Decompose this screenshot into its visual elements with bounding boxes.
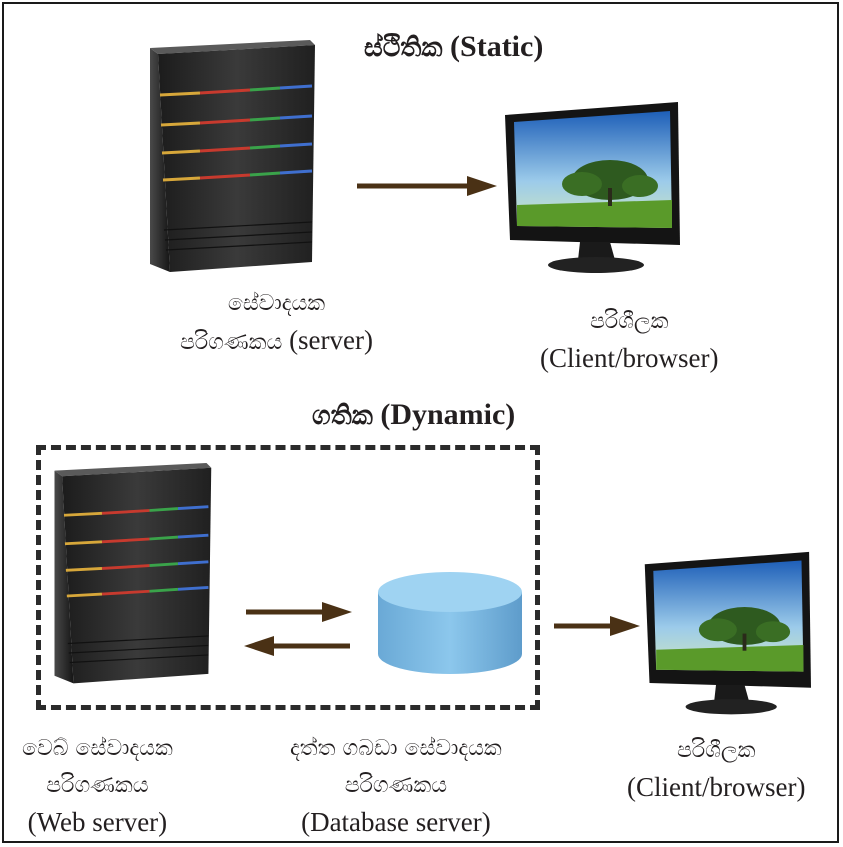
computer-monitor-icon <box>505 102 680 273</box>
static-heading: ස්ථිතික (Static) <box>364 30 543 64</box>
web-server-label-line3: (Web server) <box>27 807 168 837</box>
web-server-label-line2: පරිගණකය <box>46 773 149 798</box>
web-application-boundary <box>36 445 540 710</box>
static-heading-english: (Static) <box>450 30 544 63</box>
web-server-label-line1: වෙබ් සේවාදයක <box>22 736 173 761</box>
dynamic-heading-sinhala: ගතික <box>312 401 373 431</box>
static-arrow <box>357 176 497 196</box>
db-server-label-line2: පරිගණකය <box>344 773 448 798</box>
web-server-label: වෙබ් සේවාදයක පරිගණකය (Web server) <box>22 730 173 841</box>
server-tower-icon <box>150 40 315 272</box>
web-server-tower-icon <box>54 463 212 684</box>
static-client-label: පරිශීලක (Client/browser) <box>540 303 718 377</box>
static-client-label-line1: පරිශීලක <box>589 309 669 334</box>
static-server-label-english: (server) <box>289 325 374 355</box>
static-server-label-sinhala: පරිගණකය <box>180 330 283 355</box>
static-server-label: සේවාදයක පරිගණකය (server) <box>180 285 373 361</box>
dynamic-monitor-icon <box>644 551 811 715</box>
static-heading-sinhala: ස්ථිතික <box>364 33 443 63</box>
db-server-label-line1: දත්ත ගබඩා සේවාදයක <box>290 736 502 761</box>
dynamic-client-label-line1: පරිශීලක <box>676 738 756 763</box>
dynamic-client-label-line2: (Client/browser) <box>627 772 806 802</box>
dynamic-client-label: පරිශීලක (Client/browser) <box>627 732 805 806</box>
dynamic-heading: ගතික (Dynamic) <box>312 398 515 432</box>
db-server-label: දත්ත ගබඩා සේවාදයක පරිගණකය (Database serv… <box>290 730 502 841</box>
bidirectional-arrows <box>244 602 352 656</box>
db-server-label-line3: (Database server) <box>301 807 491 837</box>
static-client-label-line2: (Client/browser) <box>540 343 719 373</box>
database-cylinder-icon <box>378 572 522 674</box>
static-server-label-line1: සේවාදයක <box>227 291 326 316</box>
dynamic-arrow <box>554 616 640 636</box>
dynamic-heading-english: (Dynamic) <box>380 398 516 431</box>
